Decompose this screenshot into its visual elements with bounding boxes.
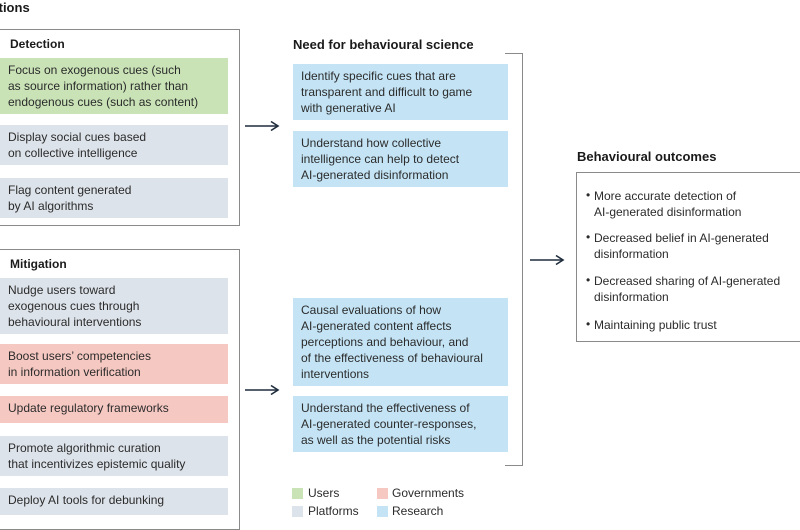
outcomes-heading: Behavioural outcomes [577,149,717,164]
actions-heading: Actions [0,0,30,15]
outcome-bullet: • [586,188,591,202]
detection-item-social-cues: Display social cues based on collective … [0,125,228,165]
outcomes-panel [576,172,800,342]
legend-label-research: Research [392,504,444,518]
detection-title: Detection [10,37,65,51]
outcome-bullet: • [586,230,591,244]
outcome-item-public-trust: Maintaining public trust [594,318,717,332]
legend-swatch-research [377,506,388,517]
research-bracket [505,53,523,466]
mitigation-item-regulatory-frameworks: Update regulatory frameworks [0,396,228,423]
legend-swatch-platforms [292,506,303,517]
outcomes-arrow [530,254,565,266]
research-item-collective-intelligence: Understand how collective intelligence c… [293,131,508,187]
legend-label-governments: Governments [392,486,465,500]
legend-label-users: Users [308,486,340,500]
research-item-causal-evaluations: Causal evaluations of how AI-generated c… [293,298,508,386]
outcome-item-decreased-belief: Decreased belief in AI-generated disinfo… [594,231,769,261]
mitigation-item-boost-competencies: Boost users’ competencies in information… [0,344,228,384]
research-heading: Need for behavioural science [293,37,474,52]
mitigation-item-nudge-users: Nudge users toward exogenous cues throug… [0,278,228,334]
mitigation-arrow [245,384,280,396]
mitigation-title: Mitigation [10,257,67,271]
outcome-item-decreased-sharing: Decreased sharing of AI-generated disinf… [594,274,781,304]
mitigation-item-ai-debunking: Deploy AI tools for debunking [0,488,228,515]
detection-item-flag-content: Flag content generated by AI algorithms [0,178,228,218]
outcome-bullet: • [586,317,591,331]
legend-swatch-users [292,488,303,499]
mitigation-item-algorithmic-curation: Promote algorithmic curation that incent… [0,436,228,476]
legend-label-platforms: Platforms [308,504,359,518]
detection-item-exogenous-cues: Focus on exogenous cues (such as source … [0,58,228,114]
legend-swatch-governments [377,488,388,499]
detection-arrow [245,120,280,132]
research-item-counter-responses: Understand the effectiveness of AI-gener… [293,396,508,452]
research-item-specific-cues: Identify specific cues that are transpar… [293,64,508,120]
outcome-bullet: • [586,273,591,287]
outcome-item-accurate-detection: More accurate detection of AI-generated … [594,189,742,219]
